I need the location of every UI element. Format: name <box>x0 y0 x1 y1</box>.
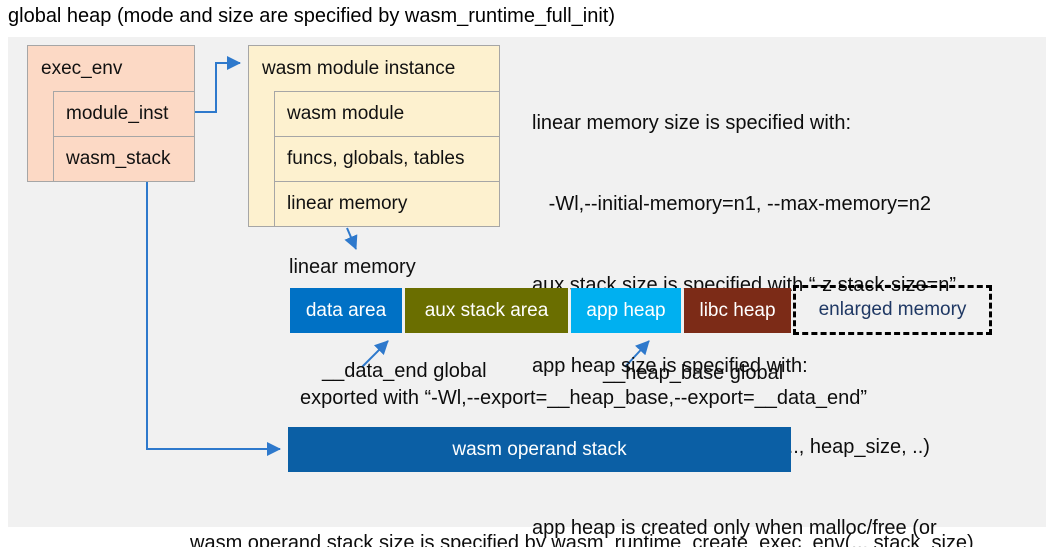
module-instance-row-linear-memory: linear memory <box>274 181 499 226</box>
module-instance-row-funcs-globals-tables: funcs, globals, tables <box>274 136 499 181</box>
segment-aux-stack-area: aux stack area <box>405 288 568 333</box>
segment-libc-heap: libc heap <box>684 288 791 333</box>
segment-enlarged-memory: enlarged memory <box>793 285 992 335</box>
note-line: linear memory size is specified with: <box>532 112 851 134</box>
exported-with-label: exported with “-Wl,--export=__heap_base,… <box>300 387 867 409</box>
note-line: app heap size is specified with: <box>532 355 808 377</box>
wasm-module-instance-box: wasm module instance wasm module funcs, … <box>248 45 500 227</box>
data-end-global-label: __data_end global <box>322 360 487 382</box>
segment-app-heap: app heap <box>571 288 681 333</box>
note-line: wasm operand stack size is specified by … <box>190 532 974 547</box>
module-instance-header: wasm module instance <box>262 58 456 79</box>
note-line: app heap is created only when malloc/fre… <box>532 517 937 539</box>
segment-data-area: data area <box>290 288 402 333</box>
heap-base-global-label: __heap_base global <box>603 362 784 384</box>
exec-env-box: exec_env module_inst wasm_stack <box>27 45 195 182</box>
exec-env-row-wasm-stack: wasm_stack <box>53 136 194 181</box>
note-line: -Wl,--initial-memory=n1, --max-memory=n2 <box>532 193 931 215</box>
module-instance-row-wasm-module: wasm module <box>274 91 499 136</box>
exec-env-header: exec_env <box>41 58 123 79</box>
wasm-operand-stack-bar: wasm operand stack <box>288 427 791 472</box>
bottom-notes: wasm operand stack size is specified by … <box>190 481 974 547</box>
exec-env-row-module-inst: module_inst <box>53 91 194 136</box>
diagram-title: global heap (mode and size are specified… <box>8 5 615 27</box>
linear-memory-label: linear memory <box>289 256 416 278</box>
